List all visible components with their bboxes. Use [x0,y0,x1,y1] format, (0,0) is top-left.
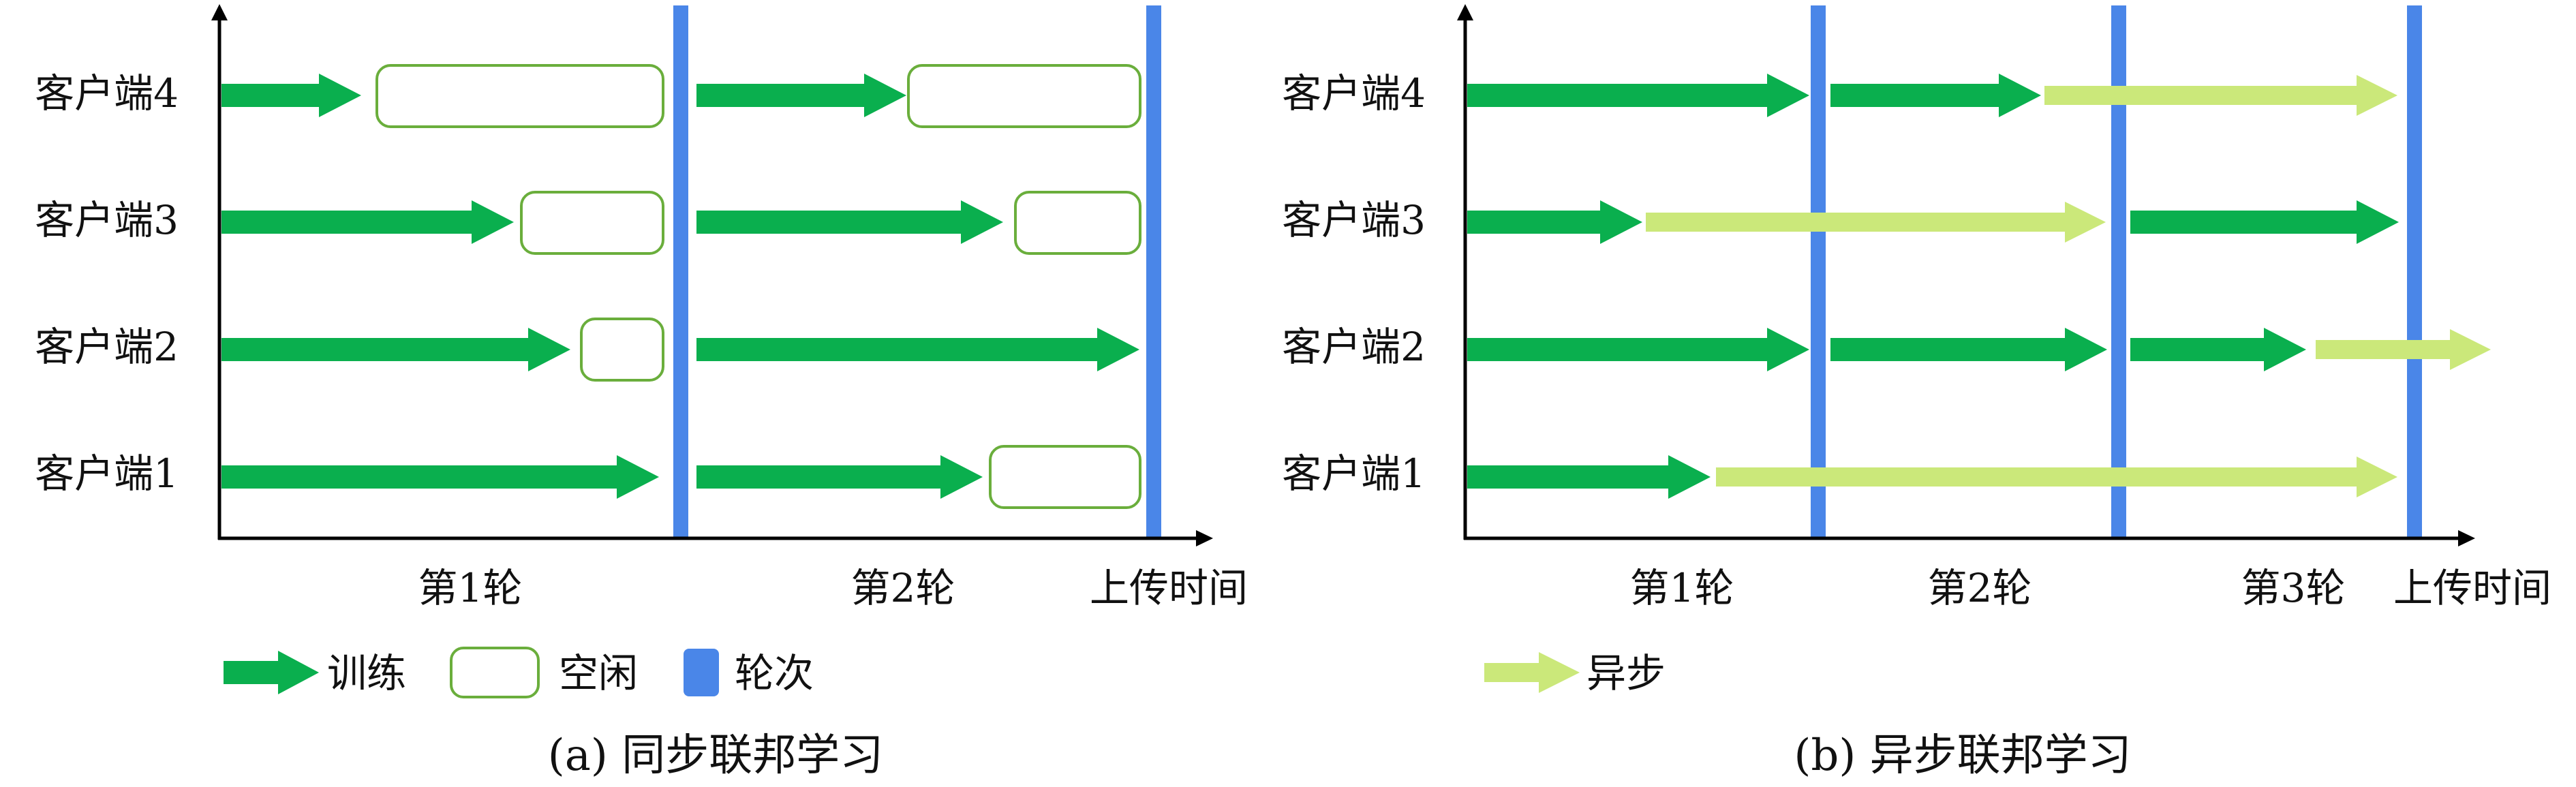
legend-b: 异步 [1484,650,1666,696]
legend-a: 训练 空闲 轮次 [224,647,814,698]
train-arrow [696,455,983,499]
legend-train-arrow [224,651,319,694]
caption-b: (b) 异步联邦学习 [1794,730,2131,781]
idle-box [520,191,664,255]
legend-async-arrow [1484,652,1580,693]
idle-box [989,445,1141,509]
train-arrow [221,74,361,117]
x-axis-arrowhead [2458,530,2475,546]
client-label-4: 客户端4 [1282,70,1426,117]
train-arrow [221,200,514,244]
idle-box [907,64,1141,128]
legend-async-label: 异步 [1586,650,1666,696]
round-label-1: 第1轮 [1630,565,1734,611]
legend-idle-box [450,647,540,698]
round-label-3: 第3轮 [2241,565,2346,611]
train-arrow [696,200,1003,244]
train-arrow [1467,328,1809,371]
round-label-2: 第2轮 [851,565,955,611]
train-arrow [1830,74,2041,117]
async-arrow [1646,202,2106,243]
round-separator-1 [1811,5,1826,537]
idle-box [580,318,664,382]
train-arrow [221,328,570,371]
x-axis-arrowhead [1196,530,1213,546]
y-axis-arrowhead [1457,4,1473,20]
panel-a-synchronous: 客户端4 客户端3 客户端2 客户端1 第1轮 第2轮 上传时间 训练 空闲 [35,4,1248,781]
train-arrow [696,74,906,117]
x-axis-label: 上传时间 [1090,565,1248,611]
legend-train-label: 训练 [327,650,406,696]
client-label-2: 客户端2 [35,324,179,370]
round-label-2: 第2轮 [1928,565,2032,611]
panel-b-asynchronous: 客户端4 客户端3 客户端2 客户端1 第1轮 第2轮 第3轮 上传时间 异步 … [1282,4,2551,781]
client-label-4: 客户端4 [35,70,179,117]
round-separator-1 [673,5,688,537]
legend-round-label: 轮次 [735,650,814,696]
caption-a: (a) 同步联邦学习 [548,730,883,781]
y-axis-arrowhead [211,4,228,20]
legend-round-bar [684,649,719,696]
train-arrow [696,328,1139,371]
train-arrow [1467,74,1809,117]
client-label-1: 客户端1 [35,450,179,497]
round-separator-2 [2111,5,2126,537]
legend-idle-label: 空闲 [559,650,638,696]
async-arrow [2316,329,2491,370]
round-separator-2 [1146,5,1161,537]
client-label-3: 客户端3 [35,197,179,243]
train-arrow [1467,200,1642,244]
round-separator-3 [2407,5,2422,537]
round-label-1: 第1轮 [418,565,523,611]
idle-box [375,64,664,128]
train-arrow [1467,455,1711,499]
train-arrow [1830,328,2107,371]
x-axis-label: 上传时间 [2393,565,2551,611]
train-arrow [2130,200,2399,244]
train-arrow [221,455,659,499]
client-label-2: 客户端2 [1282,324,1426,370]
idle-box [1014,191,1141,255]
async-arrow [1716,457,2397,497]
client-label-1: 客户端1 [1282,450,1426,497]
async-arrow [2044,75,2397,116]
train-arrow [2130,328,2306,371]
client-label-3: 客户端3 [1282,197,1426,243]
